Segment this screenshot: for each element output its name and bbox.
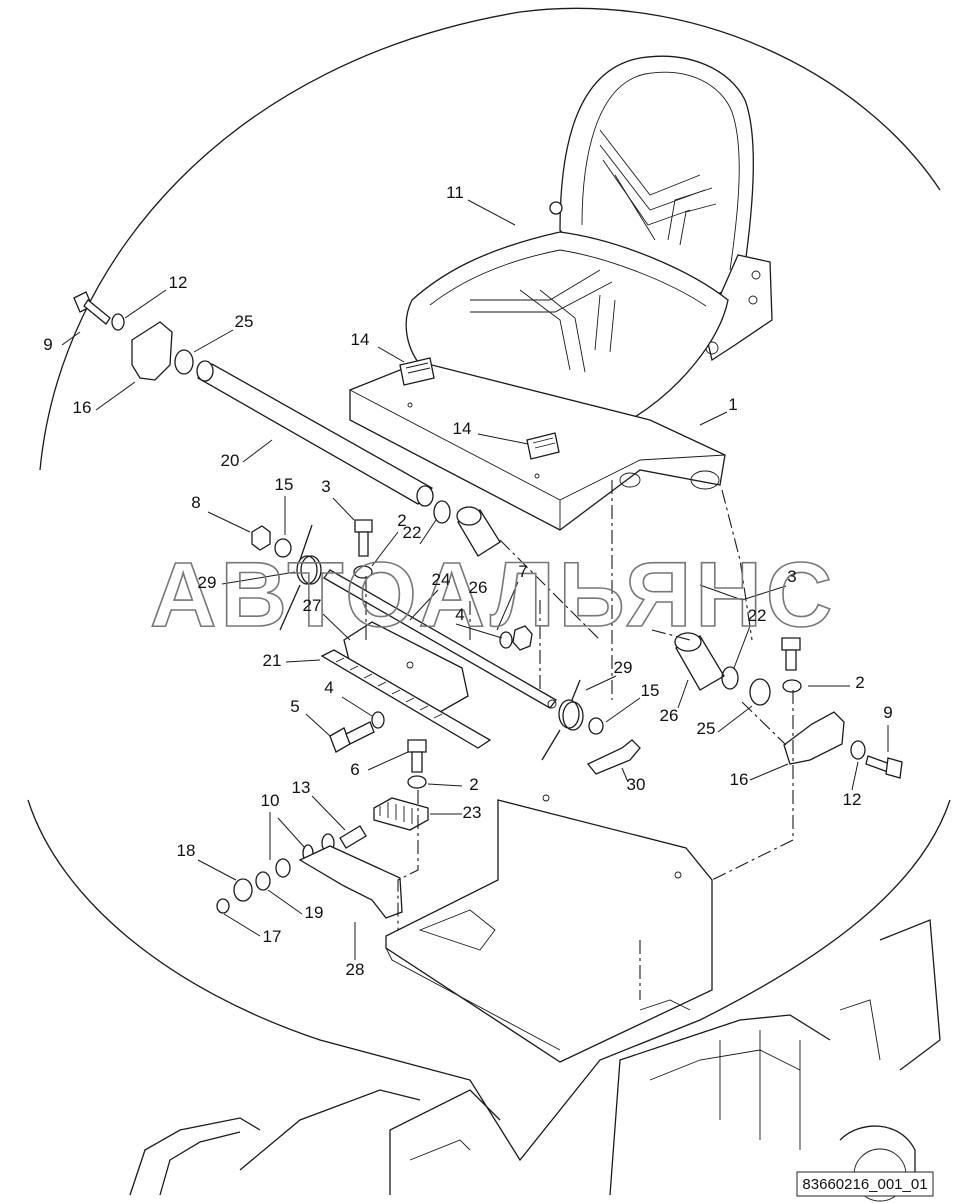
callout-nut: 8 xyxy=(191,493,200,512)
callout-bolt: 9 xyxy=(43,335,52,354)
washer-set-10b xyxy=(275,858,291,878)
nut-shaft xyxy=(512,625,533,651)
callout-bolt: 13 xyxy=(292,778,311,797)
callout-bushing-sleeve: 26 xyxy=(469,578,488,597)
drawing-ref-tag: 83660216_001_01 xyxy=(796,1171,934,1197)
callout-torsion-spring: 29 xyxy=(614,658,633,677)
callout-toothed-block: 23 xyxy=(463,803,482,822)
snap-ring-right xyxy=(721,666,739,690)
screw xyxy=(216,898,230,914)
bolt-horizontal-5 xyxy=(329,721,375,753)
callout-washer: 4 xyxy=(324,678,333,697)
callout-washer: 12 xyxy=(843,790,862,809)
callout-bushing: 15 xyxy=(641,681,660,700)
callout-torsion-spring: 29 xyxy=(198,573,217,592)
washer-right-outer xyxy=(850,740,866,760)
callout-pivot-tube: 20 xyxy=(221,451,240,470)
pivot-tube xyxy=(196,360,434,507)
washer-shaft xyxy=(499,631,513,649)
washer-bolt-6 xyxy=(407,775,427,789)
snap-ring-left xyxy=(433,500,451,524)
callout-shaft: 24 xyxy=(432,570,451,589)
spacer xyxy=(255,871,271,891)
callout-snap-ring: 22 xyxy=(748,606,767,625)
callout-rail-bracket: 27 xyxy=(303,596,322,615)
floor-panel xyxy=(385,794,713,1063)
callout-seat: 11 xyxy=(446,183,464,202)
bolt-vertical-6 xyxy=(407,739,427,773)
torsion-spring-left xyxy=(279,524,322,631)
callout-screw: 17 xyxy=(263,927,282,946)
callout-bolt: 9 xyxy=(883,703,892,722)
callout-bolt: 5 xyxy=(290,697,299,716)
callout-thrust-washer: 25 xyxy=(697,719,716,738)
callout-thrust-washer: 25 xyxy=(235,312,254,331)
lever xyxy=(586,739,641,775)
callout-bolt: 6 xyxy=(350,760,359,779)
callout-bushing-sleeve: 26 xyxy=(660,706,679,725)
slide-clip-rear xyxy=(399,357,435,386)
callout-washer: 4 xyxy=(455,605,464,624)
callout-knob: 18 xyxy=(177,841,196,860)
washer-bolt-5 xyxy=(371,711,385,729)
machine-backdrop xyxy=(129,919,941,1202)
callout-leaders xyxy=(61,199,889,960)
bolt-right xyxy=(865,755,903,779)
bolt-vertical-upper xyxy=(354,519,373,557)
adjust-shaft xyxy=(323,569,557,709)
seat-illustration xyxy=(405,55,773,426)
watermark: АВТОАЛЬЯНС xyxy=(150,544,836,646)
latch-plate xyxy=(298,845,403,919)
bracket-right xyxy=(783,711,845,765)
slide-clip-front xyxy=(526,432,560,460)
bolt-left xyxy=(73,291,111,325)
torsion-spring-right xyxy=(541,679,584,761)
toothed-rail xyxy=(320,649,492,749)
callout-toothed-rail: 21 xyxy=(263,651,282,670)
detail-bubble-outline xyxy=(27,7,951,1162)
washer-upper xyxy=(353,565,373,579)
callout-bushing: 15 xyxy=(275,475,294,494)
bushing-sleeve-upper xyxy=(456,506,501,557)
assembly-centerlines xyxy=(365,480,794,1000)
rail-bracket-hole xyxy=(406,661,414,669)
callout-bracket: 16 xyxy=(730,770,749,789)
bushing-left xyxy=(274,538,292,558)
nut-left xyxy=(251,525,271,551)
knob xyxy=(233,878,253,902)
callout-spacer: 19 xyxy=(305,903,324,922)
bracket-left xyxy=(131,321,173,381)
callout-slide-clip: 14 xyxy=(453,419,472,438)
bushing-sleeve-lower xyxy=(674,632,725,691)
callout-shaft: 7 xyxy=(518,562,527,581)
washer-left xyxy=(111,313,125,331)
washer-right xyxy=(782,679,802,693)
bolt-vertical-right xyxy=(781,637,801,671)
callout-washer: 2 xyxy=(397,511,406,530)
drawing-ref: 83660216_001_01 xyxy=(802,1176,927,1193)
thrust-washer-right xyxy=(749,678,771,706)
callout-seat-base-frame: 1 xyxy=(728,395,737,414)
bushing-right xyxy=(588,717,604,735)
callout-snap-ring: 22 xyxy=(403,523,422,542)
thrust-washer-left xyxy=(174,349,194,375)
callout-slide-clip: 14 xyxy=(351,330,370,349)
callout-washer: 12 xyxy=(169,273,188,292)
callout-washer: 2 xyxy=(469,775,478,794)
callout-washer-set: 10 xyxy=(261,791,280,810)
callout-bolt: 3 xyxy=(321,477,330,496)
callout-washer: 2 xyxy=(855,673,864,692)
callout-latch-plate: 28 xyxy=(346,960,365,979)
callout-lever: 30 xyxy=(627,775,646,794)
callout-bracket: 16 xyxy=(73,398,92,417)
callout-bolt: 3 xyxy=(787,567,796,586)
toothed-block xyxy=(373,797,429,831)
